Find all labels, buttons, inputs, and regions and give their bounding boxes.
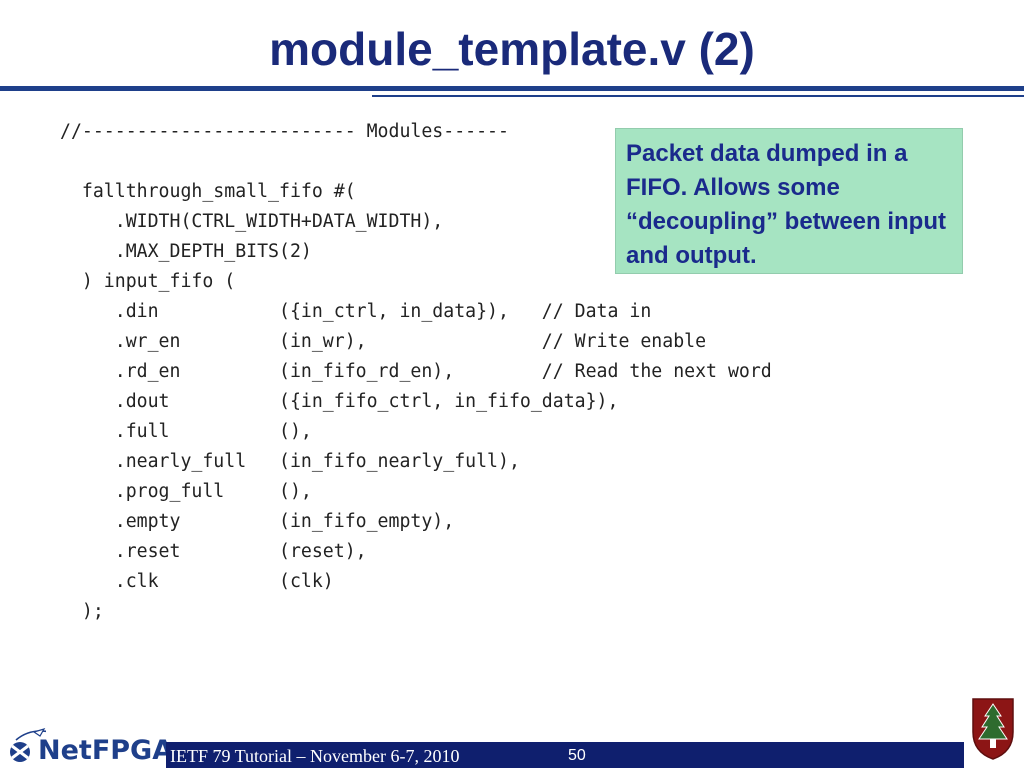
code-line: .wr_en (in_wr), // Write enable	[60, 331, 707, 352]
code-line: .prog_full (),	[60, 481, 312, 502]
logo-text: NetFPGA	[38, 735, 174, 766]
code-line: .full (),	[60, 421, 312, 442]
code-line: .rd_en (in_fifo_rd_en), // Read the next…	[60, 361, 772, 382]
code-line: .reset (reset),	[60, 541, 367, 562]
title-rule-thick	[0, 86, 1024, 91]
slide-title: module_template.v (2)	[269, 23, 755, 75]
callout-box: Packet data dumped in a FIFO. Allows som…	[615, 128, 963, 274]
netfpga-logo: NetFPGA	[6, 726, 173, 768]
page-number: 50	[568, 747, 586, 764]
code-line: );	[60, 601, 104, 622]
title-rule-thin	[372, 95, 1024, 97]
code-line: .WIDTH(CTRL_WIDTH+DATA_WIDTH),	[60, 211, 444, 232]
code-line: .nearly_full (in_fifo_nearly_full),	[60, 451, 520, 472]
code-line: .din ({in_ctrl, in_data}), // Data in	[60, 301, 652, 322]
code-line: .clk (clk)	[60, 571, 334, 592]
code-line: .MAX_DEPTH_BITS(2)	[60, 241, 312, 262]
netfpga-logo-icon	[10, 727, 46, 762]
stanford-seal	[970, 696, 1016, 767]
footer-bar	[166, 742, 964, 768]
code-block: //------------------------- Modules-----…	[60, 117, 772, 627]
code-line: .dout ({in_fifo_ctrl, in_fifo_data}),	[60, 391, 619, 412]
code-line: //------------------------- Modules-----…	[60, 121, 509, 142]
stanford-seal-icon	[972, 698, 1014, 760]
code-line: fallthrough_small_fifo #(	[60, 181, 356, 202]
footer-event-text: IETF 79 Tutorial – November 6-7, 2010	[170, 746, 460, 766]
code-line: ) input_fifo (	[60, 271, 236, 292]
code-line: .empty (in_fifo_empty),	[60, 511, 455, 532]
